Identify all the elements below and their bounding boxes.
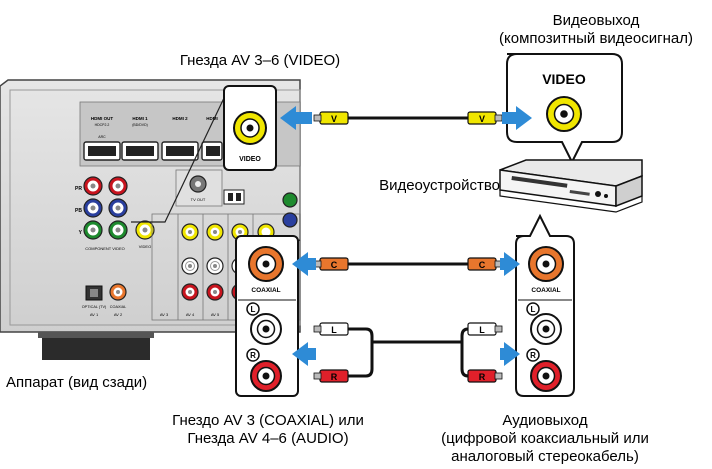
connection-arrows <box>280 106 532 366</box>
hdmi1-sub-text: (BD/DVD) <box>132 123 148 127</box>
y-text: Y <box>79 230 83 236</box>
hdmi-out-sub-text: HDCP2.2 <box>95 123 110 127</box>
right-plug-label-right: R <box>479 372 486 382</box>
av-coax-line-2: Гнезда AV 4–6 (AUDIO) <box>187 430 349 447</box>
panel-video-jack: VIDEO <box>135 220 155 249</box>
left-plug-label-left: L <box>331 325 337 335</box>
right-plug-label-left: R <box>331 372 338 382</box>
component-video-text: COMPONENT VIDEO <box>85 246 125 251</box>
video-device-label: Видеоустройство <box>379 177 500 194</box>
pr-text: PR <box>75 186 82 192</box>
coax-plug-label-left: C <box>331 260 338 270</box>
hdmi-out-text: HDMI OUT <box>91 116 113 121</box>
av1-text: AV 1 <box>90 312 99 317</box>
hdmi3-text: HDMI <box>206 116 218 121</box>
video-output-jack-label: VIDEO <box>542 71 586 87</box>
audio-output-label: Аудиовыход (цифровой коаксиальный или ан… <box>420 412 670 466</box>
arrow-coax-right <box>500 252 520 276</box>
audio-output-line-2: (цифровой коаксиальный или <box>441 430 649 447</box>
stereo-cable: L R L R <box>313 322 503 383</box>
audio-jack-callout-left: COAXIAL L R <box>235 235 299 397</box>
arrow-left-ch-left <box>292 342 316 366</box>
av-coax-label: Гнездо AV 3 (COAXIAL) или Гнезда AV 4–6 … <box>128 412 408 448</box>
av-video-jacks-label: Гнезда AV 3–6 (VIDEO) <box>179 52 341 69</box>
video-output-title: Видеовыход <box>552 12 640 29</box>
optical-tv-text: OPTICAL (TV) <box>82 305 107 309</box>
av2-text: AV 2 <box>114 312 123 317</box>
arc-text: ARC <box>98 135 106 139</box>
audio-output-line-1: Аудиовыход <box>502 412 588 429</box>
coax-plug-label-right: C <box>479 260 486 270</box>
audio-output-callout: COAXIAL L R <box>515 213 575 397</box>
left-channel-marker-left: L <box>251 305 256 314</box>
video-output-subtitle: (композитный видеосигнал) <box>499 30 693 47</box>
video-output-label: Видеовыход (композитный видеосигнал) <box>486 12 706 48</box>
coaxial-jack-label-right: COAXIAL <box>531 287 560 294</box>
coaxial-jack-label-left: COAXIAL <box>251 287 280 294</box>
hdmi1-text: HDMI 1 <box>132 116 148 121</box>
tv-out-text: TV OUT <box>191 197 206 202</box>
panel-coaxial-text: COAXIAL <box>110 305 126 309</box>
component-video-jacks: PR PB Y COMPONENT VIDEO <box>75 176 128 251</box>
panel-video-text: VIDEO <box>139 244 151 249</box>
video-plug-label-right: V <box>479 114 485 124</box>
hdmi-out-port: HDMI OUT HDCP2.2 ARC <box>83 116 121 161</box>
coaxial-cable: C C <box>313 257 503 271</box>
arrow-video-right <box>502 106 532 130</box>
video-device-icon <box>499 159 643 213</box>
hdmi3-port: HDMI <box>201 116 223 161</box>
av4-text: AV 4 <box>186 312 195 317</box>
video-jack-callout: VIDEO <box>223 85 277 171</box>
video-jack-callout-label: VIDEO <box>239 156 261 163</box>
hdmi2-text: HDMI 2 <box>172 116 188 121</box>
arrow-left-ch-right <box>500 342 520 366</box>
av3-text: AV 3 <box>160 312 169 317</box>
left-plug-label-right: L <box>479 325 485 335</box>
pb-text: PB <box>75 208 82 214</box>
arrow-video-left <box>280 106 312 130</box>
right-channel-marker-left: R <box>250 351 256 360</box>
av5-text: AV 5 <box>211 312 220 317</box>
arrow-coax-left <box>292 252 316 276</box>
audio-output-line-3: аналоговый стереокабель) <box>451 448 639 465</box>
hdmi2-port: HDMI 2 <box>161 116 199 161</box>
hdmi1-port: HDMI 1 (BD/DVD) <box>121 116 159 161</box>
zoom-line-video <box>131 97 225 223</box>
video-output-callout: VIDEO <box>506 53 623 165</box>
unit-rear-label: Аппарат (вид сзади) <box>6 374 148 391</box>
left-channel-marker-right: L <box>531 305 536 314</box>
av-coax-line-1: Гнездо AV 3 (COAXIAL) или <box>172 412 364 429</box>
right-channel-marker-right: R <box>530 351 536 360</box>
panel-optical-coax: OPTICAL (TV) COAXIAL AV 1 AV 2 AV 3 AV 4… <box>82 283 245 317</box>
video-cable: V V <box>313 111 503 125</box>
video-plug-label-left: V <box>331 114 337 124</box>
